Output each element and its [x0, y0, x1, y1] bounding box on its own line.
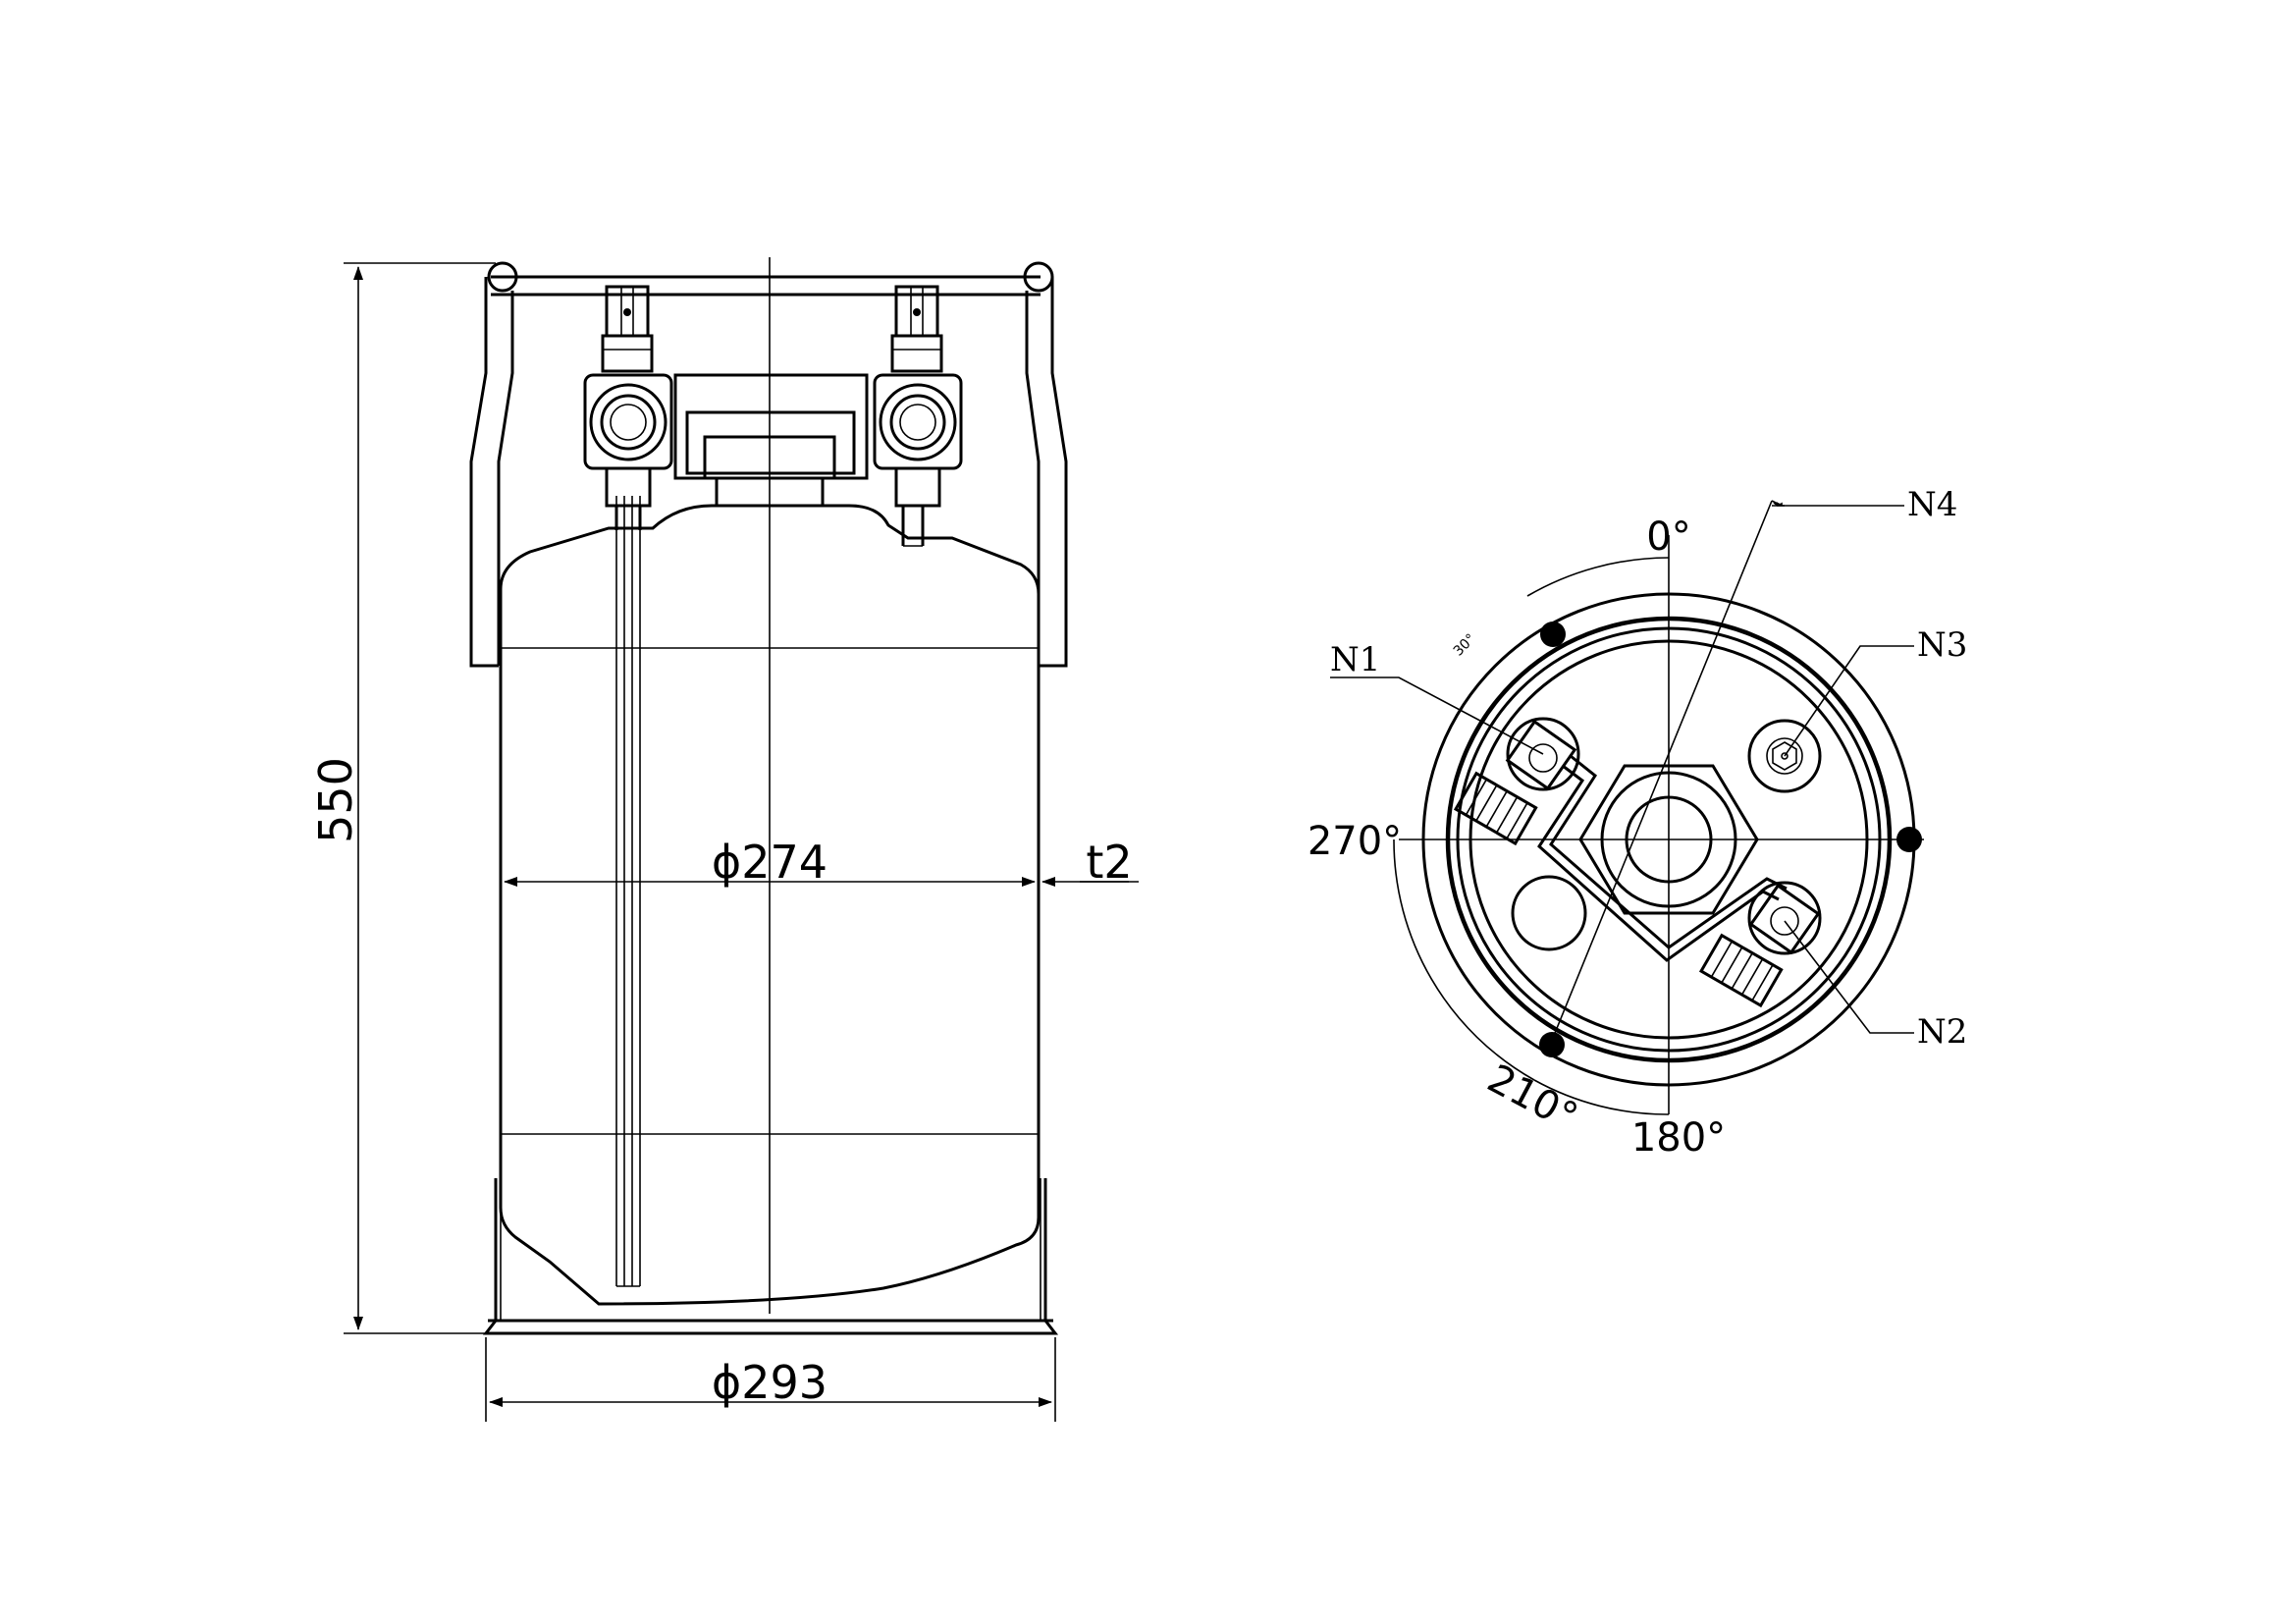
shell-diameter-text: ϕ274	[712, 836, 828, 889]
base-diameter-dimension	[485, 1337, 1056, 1422]
rim-marker-210	[1539, 1032, 1565, 1057]
angle-arc-180	[1533, 1079, 1670, 1115]
thickness-text: t2	[1086, 836, 1132, 889]
center-bore	[1625, 795, 1713, 884]
center-hex-fitting	[1578, 764, 1759, 915]
height-dimension	[344, 262, 496, 1334]
dip-tube	[615, 496, 641, 1287]
n4-axis-line	[1550, 500, 1773, 1044]
rim-marker-30	[1540, 622, 1566, 647]
n1-label: N1	[1330, 640, 1380, 679]
open-port	[1511, 875, 1587, 951]
rim-marker-90	[1896, 827, 1922, 852]
angle-270-label: 270°	[1308, 819, 1402, 864]
angle-arc-0-30	[1526, 557, 1670, 597]
center-boss	[1600, 771, 1737, 908]
angle-210-label: 210°	[1480, 1056, 1585, 1141]
angle-arc-210	[1393, 839, 1535, 1081]
n3-port	[1747, 719, 1822, 793]
height-dimension-text: 550	[309, 757, 362, 843]
n2-leader	[1784, 920, 1914, 1034]
n3-leader	[1784, 645, 1914, 757]
valve-link-bar	[1549, 754, 1788, 949]
n4-label: N4	[1907, 485, 1957, 524]
n3-label: N3	[1917, 625, 1967, 665]
carry-handle	[469, 261, 1068, 668]
n2-valve	[1698, 881, 1822, 1008]
n2-label: N2	[1917, 1012, 1967, 1052]
top-collar	[673, 373, 869, 506]
angle-0-label: 0°	[1646, 514, 1690, 560]
base-diameter-text: ϕ293	[712, 1356, 828, 1409]
angle-small-label: 30°	[1451, 631, 1479, 660]
angle-180-label: 180°	[1631, 1115, 1726, 1161]
valve-left	[583, 285, 673, 530]
top-view	[1330, 500, 1924, 1115]
foot-ring	[482, 1178, 1059, 1335]
valve-link-bar-inner	[1537, 764, 1780, 962]
side-view: 550 ϕ274 t2 ϕ293	[309, 257, 1139, 1422]
valve-right	[873, 285, 963, 547]
shell-body	[499, 504, 1041, 1306]
n1-leader	[1330, 676, 1544, 755]
n1-valve	[1453, 717, 1580, 846]
